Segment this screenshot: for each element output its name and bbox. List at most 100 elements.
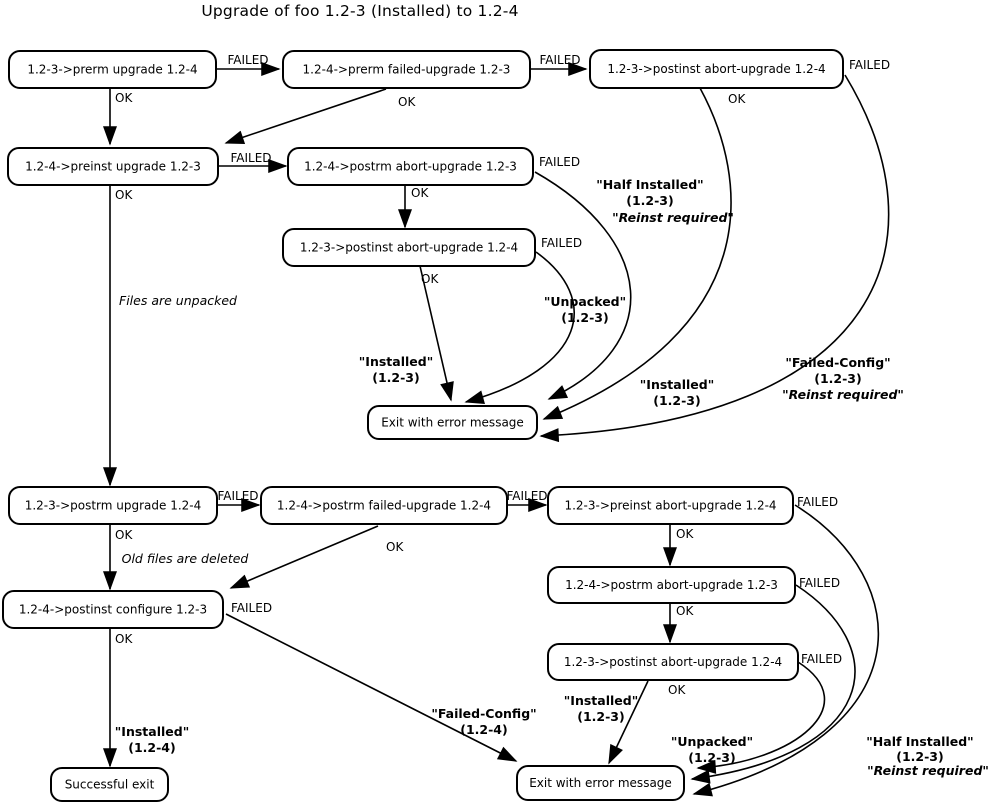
node-label: 1.2-4->postrm abort-upgrade 1.2-3: [565, 578, 778, 592]
edge-label-postinstabort-c-ok: OK: [668, 683, 686, 697]
edge-postinstabort-b-ok: [419, 265, 454, 402]
node-box: [547, 486, 794, 525]
edge-label-postinstconf-ok: OK: [115, 632, 133, 646]
annotation-state-failed-config-a: "Failed-Config"(1.2-3)"Reinst required": [782, 355, 904, 402]
node-postinst-abort-upgrade-a: 1.2-3->postinst abort-upgrade 1.2-4: [589, 49, 844, 89]
node-box: [516, 765, 685, 801]
edge-postinstabort-b-failed: [464, 251, 575, 404]
edge-label-postrm-failed: FAILED: [217, 489, 258, 503]
annotation-line: (1.2-4): [460, 722, 507, 737]
annotation-line: (1.2-3): [896, 749, 943, 764]
edge-label-postrm-ok: OK: [115, 528, 133, 542]
node-label: 1.2-4->prerm failed-upgrade 1.2-3: [303, 63, 511, 77]
node-prerm-failed-upgrade: 1.2-4->prerm failed-upgrade 1.2-3: [282, 50, 531, 89]
node-box: [282, 228, 536, 267]
edge-postinstabort-a-ok: [542, 87, 732, 420]
edge-label-postinstabort-a-failed: FAILED: [849, 58, 890, 72]
annotation-line: (1.2-3): [626, 193, 673, 208]
edge-label-prerm-failed: FAILED: [227, 53, 268, 67]
annotation-state-unpacked-b: "Unpacked"(1.2-3): [671, 734, 753, 765]
annotation-state-half-installed-a: "Half Installed"(1.2-3) "Reinst required": [596, 177, 734, 225]
node-label: 1.2-3->prerm upgrade 1.2-4: [27, 63, 197, 77]
annotation-state-failed-config-b: "Failed-Config"(1.2-4): [431, 706, 536, 737]
node-box: [547, 643, 799, 681]
edge-postrmabort-b-failed: [690, 584, 856, 784]
edge-label-preinstabort-ok: OK: [676, 527, 694, 541]
annotation-line: (1.2-3): [653, 393, 700, 408]
edge-label-postinstabort-c-failed: FAILED: [801, 652, 842, 666]
annotation-line: "Half Installed": [596, 177, 703, 192]
annotation-note-old-files-deleted: Old files are deleted: [122, 551, 249, 566]
annotation-line: (1.2-3): [577, 709, 624, 724]
node-prerm-upgrade: 1.2-3->prerm upgrade 1.2-4: [8, 50, 217, 89]
node-box: [367, 405, 538, 440]
node-postrm-abort-upgrade-b: 1.2-4->postrm abort-upgrade 1.2-3: [547, 566, 796, 604]
node-preinst-abort-upgrade: 1.2-3->preinst abort-upgrade 1.2-4: [547, 486, 794, 525]
edge-label-postinstconf-failed: FAILED: [231, 601, 272, 615]
edge-postinstabort-c-ok: [608, 680, 649, 765]
annotation-line: (1.2-3): [372, 370, 419, 385]
edge-postrmfailed-ok: [229, 525, 379, 589]
annotation-line: "Installed": [359, 354, 433, 369]
annotation-line: "Unpacked": [544, 294, 626, 309]
node-box: [8, 50, 217, 89]
edge-prermfailed-ok: [224, 88, 387, 144]
edge-label-prermfailed-ok: OK: [398, 95, 416, 109]
node-postinst-abort-upgrade-b: 1.2-3->postinst abort-upgrade 1.2-4: [282, 228, 536, 267]
node-postinst-abort-upgrade-c: 1.2-3->postinst abort-upgrade 1.2-4: [547, 643, 799, 681]
annotation-state-installed-a: "Installed"(1.2-3): [359, 354, 433, 385]
node-successful-exit: Successful exit: [50, 767, 169, 802]
edge-label-postinstabort-a-ok: OK: [728, 92, 746, 106]
node-postinst-configure: 1.2-4->postinst configure 1.2-3: [2, 590, 224, 629]
edge-label-preinst-failed: FAILED: [230, 151, 271, 165]
node-postrm-upgrade: 1.2-3->postrm upgrade 1.2-4: [8, 486, 218, 525]
node-label: 1.2-3->postinst abort-upgrade 1.2-4: [564, 655, 782, 669]
edge-preinstabort-failed: [692, 504, 880, 797]
edge-postinstconf-failed: [225, 613, 518, 762]
node-box: [287, 147, 534, 186]
annotation-line: Files are unpacked: [119, 293, 237, 308]
edge-label-postrmabort-a-failed: FAILED: [539, 155, 580, 169]
annotation-line: Old files are deleted: [122, 551, 249, 566]
annotation-line: (1.2-4): [128, 740, 175, 755]
node-postrm-failed-upgrade: 1.2-4->postrm failed-upgrade 1.2-4: [260, 486, 508, 525]
edge-postinstabort-a-failed: [539, 74, 890, 443]
node-label: 1.2-4->postinst configure 1.2-3: [19, 603, 207, 617]
annotation-line: "Installed": [115, 724, 189, 739]
annotation-line: (1.2-3): [814, 371, 861, 386]
edge-label-prermfailed-failed: FAILED: [539, 53, 580, 67]
edge-postinstabort-c-failed: [696, 661, 826, 774]
annotation-note-files-unpacked: Files are unpacked: [119, 293, 237, 308]
annotation-line: (1.2-3): [688, 750, 735, 765]
edge-label-postinstabort-b-failed: FAILED: [541, 236, 582, 250]
edge-postrmabort-a-failed: [534, 171, 632, 400]
node-label: Exit with error message: [381, 416, 524, 430]
annotation-line: "Half Installed": [866, 734, 973, 749]
annotation-line: "Failed-Config": [785, 355, 890, 370]
annotation-line: "Installed": [640, 377, 714, 392]
node-label: Successful exit: [65, 778, 155, 792]
edge-label-postrmabort-a-ok: OK: [411, 186, 429, 200]
node-box: [50, 767, 169, 802]
edge-label-postrmabort-b-failed: FAILED: [799, 576, 840, 590]
annotation-state-installed-c: "Installed"(1.2-4): [115, 724, 189, 755]
annotation-line: (1.2-3): [561, 310, 608, 325]
node-box: [7, 147, 219, 186]
edge-label-postrmfailed-failed: FAILED: [506, 489, 547, 503]
node-box: [589, 49, 844, 89]
node-box: [260, 486, 508, 525]
edge-label-preinst-ok: OK: [115, 188, 133, 202]
annotation-line: "Reinst required": [612, 210, 734, 225]
edge-label-postinstabort-b-ok: OK: [421, 272, 439, 286]
node-exit-error-b: Exit with error message: [516, 765, 685, 801]
node-label: 1.2-4->postrm abort-upgrade 1.2-3: [304, 160, 517, 174]
diagram-title: Upgrade of foo 1.2-3 (Installed) to 1.2-…: [201, 2, 519, 20]
node-label: 1.2-3->postinst abort-upgrade 1.2-4: [300, 241, 518, 255]
node-label: 1.2-3->postrm upgrade 1.2-4: [25, 499, 202, 513]
edge-label-prerm-ok: OK: [115, 91, 133, 105]
edge-label-postrmabort-b-ok: OK: [676, 604, 694, 618]
annotation-line: "Unpacked": [671, 734, 753, 749]
annotation-line: "Reinst required": [867, 763, 989, 778]
